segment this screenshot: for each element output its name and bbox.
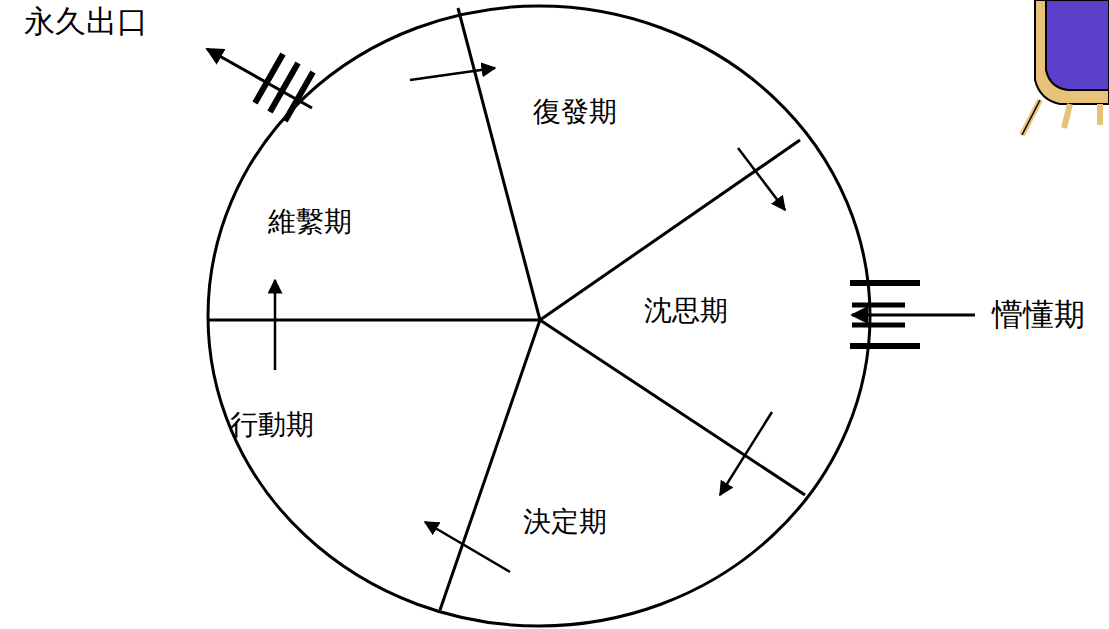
armchair-clipart — [1022, 0, 1109, 135]
stage-sector: 決定期 — [510, 480, 720, 572]
entry-arrow — [850, 283, 975, 346]
barrier-bar — [852, 303, 905, 308]
stage-name: 復發期 — [533, 95, 617, 129]
chair-frame — [1035, 0, 1109, 104]
stage-sector: 維繫期 — [240, 80, 415, 280]
stage-name: 行動期 — [230, 408, 314, 442]
barrier-bar — [850, 343, 920, 349]
wheel-outline — [208, 6, 870, 626]
spoke — [440, 320, 540, 610]
chair-leg — [1022, 100, 1040, 135]
spoke — [208, 319, 540, 322]
stage-label: 永久出口 — [24, 3, 148, 40]
wheel-spokes — [208, 8, 805, 610]
spoke — [540, 140, 800, 320]
stage-name: 決定期 — [523, 505, 607, 539]
chair-leg-edge — [1022, 100, 1040, 135]
spoke — [540, 320, 805, 495]
stage-name: 維繫期 — [268, 205, 352, 239]
stage-sector: 行動期 — [220, 370, 425, 530]
cycle-arrow — [425, 522, 510, 572]
stage-sector: 復發期 — [495, 60, 738, 148]
spoke — [458, 8, 540, 320]
barrier-bar — [850, 280, 920, 286]
cycle-arrow — [720, 412, 772, 495]
cycle-arrow — [738, 148, 785, 210]
cycle-arrow — [410, 68, 495, 80]
chair-leg — [1097, 104, 1103, 125]
stage-label: 懵懂期 — [992, 296, 1085, 333]
chair-cushion — [1046, 0, 1109, 90]
barrier-bar — [852, 323, 905, 328]
stage-name: 沈思期 — [644, 294, 728, 328]
chair-leg — [1064, 104, 1070, 128]
exit-arrow — [207, 49, 313, 121]
cycle-arrow — [274, 280, 277, 370]
stage-sector: 沈思期 — [590, 210, 790, 412]
entry-arrow-line — [852, 314, 975, 317]
barrier-bar — [285, 72, 313, 121]
